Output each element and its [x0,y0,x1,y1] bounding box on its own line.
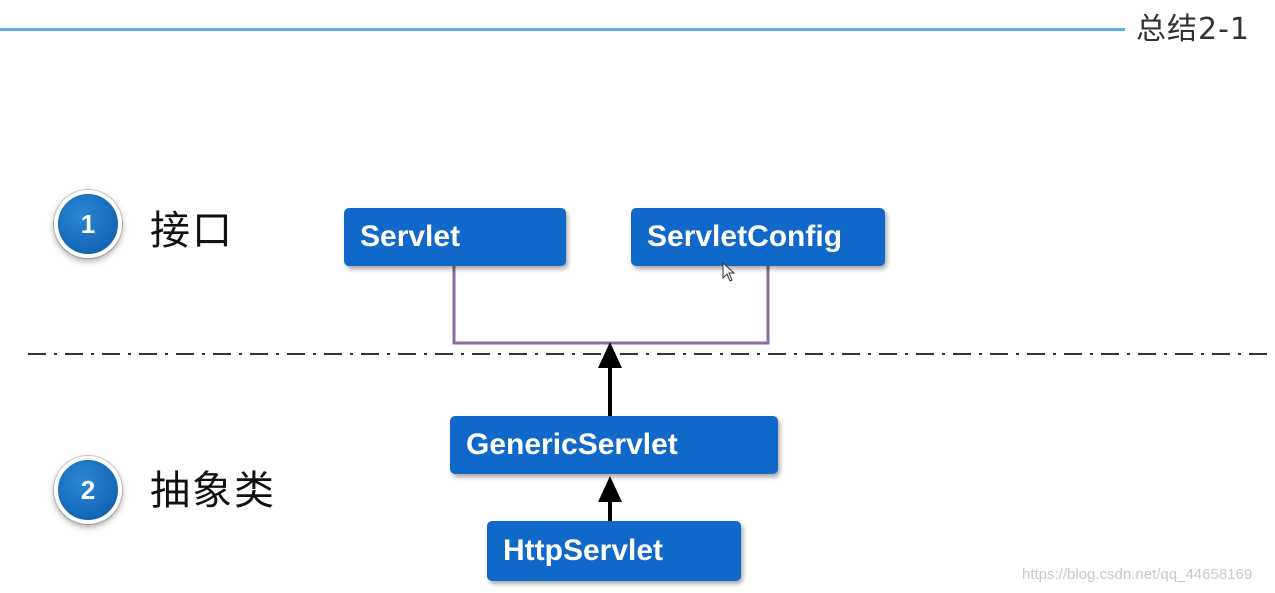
section-number-badge: 2 [54,456,122,524]
page-title: 总结2-1 [1136,12,1250,47]
node-generic-servlet: GenericServlet [450,416,778,474]
section-label-abstract-class: 抽象类 [150,468,276,514]
mouse-pointer-icon [722,262,736,282]
interface-connector [452,266,770,345]
title-divider-line [0,28,1125,31]
arrowhead-generic-to-interfaces [598,342,622,368]
node-http-servlet: HttpServlet [487,521,741,581]
section-label-interface: 接口 [150,208,234,254]
node-servlet: Servlet [344,208,566,266]
section-number-badge: 1 [54,190,122,258]
node-servlet-config: ServletConfig [631,208,885,266]
watermark: https://blog.csdn.net/qq_44658169 [1022,566,1253,583]
arrowhead-http-to-generic [598,476,622,502]
